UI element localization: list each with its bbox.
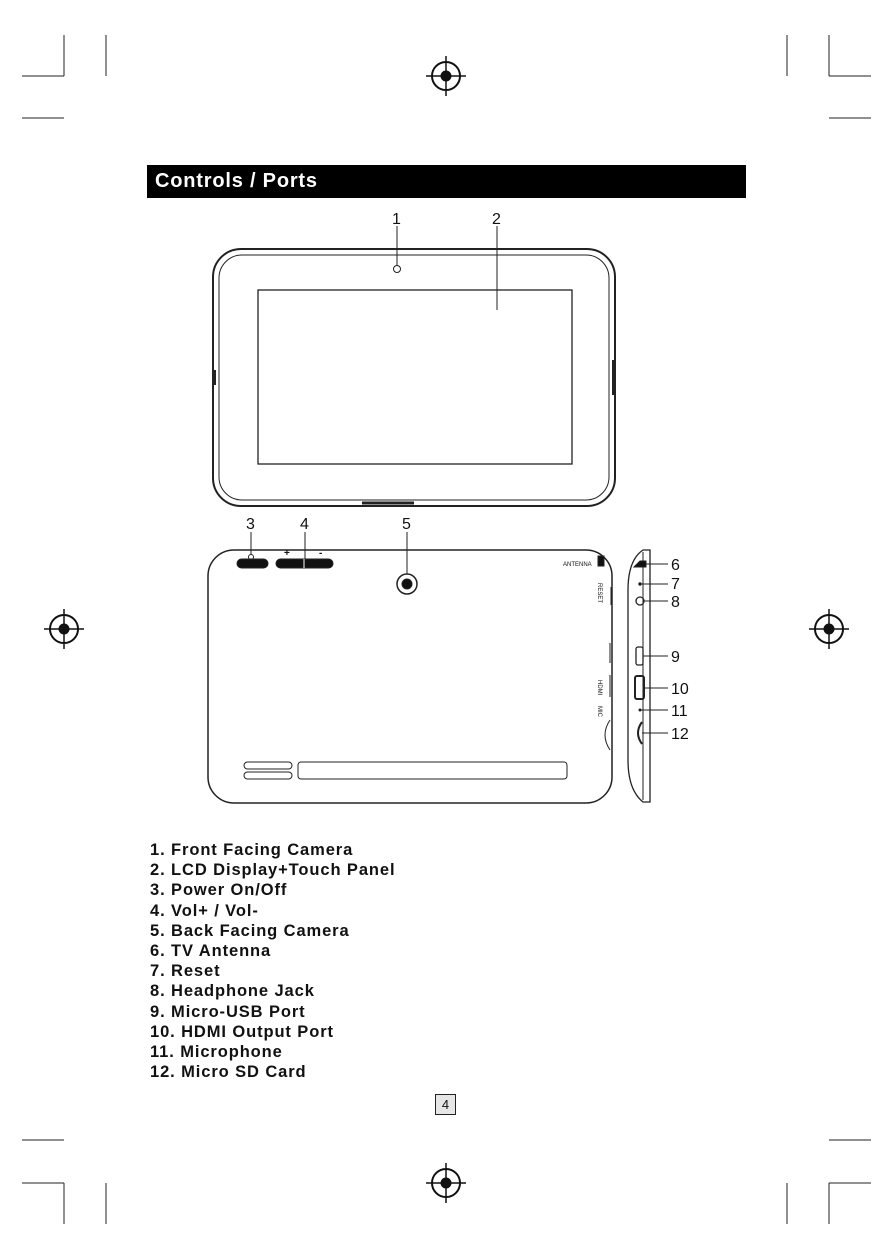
callout-9: 9 <box>671 649 680 666</box>
legend-item: 11. Microphone <box>150 1043 283 1062</box>
callout-7: 7 <box>671 576 680 593</box>
legend-item: 8. Headphone Jack <box>150 982 315 1001</box>
section-header: Controls / Ports <box>147 165 746 198</box>
antenna-label: ANTENNA <box>563 562 592 568</box>
legend-list: 1. Front Facing Camera 2. LCD Display+To… <box>150 840 395 1082</box>
callout-5: 5 <box>402 516 411 533</box>
callout-3: 3 <box>246 516 255 533</box>
sd-card-slot <box>637 721 643 745</box>
section-title: Controls / Ports <box>155 170 318 192</box>
legend-item: 10. HDMI Output Port <box>150 1022 334 1041</box>
callout-1: 1 <box>392 211 401 228</box>
vol-minus-label: - <box>319 548 322 559</box>
legend-item: 2. LCD Display+Touch Panel <box>150 861 396 880</box>
lcd-display <box>257 289 573 465</box>
callout-11: 11 <box>671 703 688 720</box>
microphone-hole <box>638 708 642 712</box>
legend-item: 5. Back Facing Camera <box>150 921 350 940</box>
legend-item: 4. Vol+ / Vol- <box>150 901 259 920</box>
front-camera-icon <box>393 265 401 273</box>
crop-marks <box>22 35 871 1224</box>
side-leaders <box>640 563 668 734</box>
legend-item: 9. Micro-USB Port <box>150 1002 306 1021</box>
speaker-grille-bottom <box>243 771 293 780</box>
tv-antenna-port <box>632 560 647 568</box>
registration-mark-top <box>426 56 466 96</box>
registration-mark-bottom <box>426 1163 466 1203</box>
registration-mark-right <box>809 609 849 649</box>
callout-6: 6 <box>671 557 680 574</box>
callout-2: 2 <box>492 211 501 228</box>
vol-plus-label: + <box>284 548 290 559</box>
power-button <box>236 558 269 569</box>
legend-item: 1. Front Facing Camera <box>150 841 354 859</box>
hdmi-label: HDMI <box>596 680 602 696</box>
callout-10: 10 <box>671 681 689 698</box>
callout-8: 8 <box>671 594 680 611</box>
micro-usb-port <box>635 646 644 666</box>
legend-item: 7. Reset <box>150 962 221 981</box>
callout-4: 4 <box>300 516 309 533</box>
tablet-back-view <box>207 549 613 804</box>
legend-item: 6. TV Antenna <box>150 942 272 961</box>
label-strip <box>297 761 568 780</box>
tablet-front-view <box>212 248 616 507</box>
legend-item: 12. Micro SD Card <box>150 1063 307 1082</box>
mic-label: MIC <box>596 706 602 718</box>
reset-label: RESET <box>596 583 602 603</box>
antenna-indicator <box>597 555 605 567</box>
legend-item: 3. Power On/Off <box>150 881 288 900</box>
callout-12: 12 <box>671 726 689 743</box>
tablet-side-view <box>627 549 651 803</box>
registration-mark-left <box>44 609 84 649</box>
speaker-grille-top <box>243 761 293 770</box>
page-number: 4 <box>435 1094 456 1115</box>
